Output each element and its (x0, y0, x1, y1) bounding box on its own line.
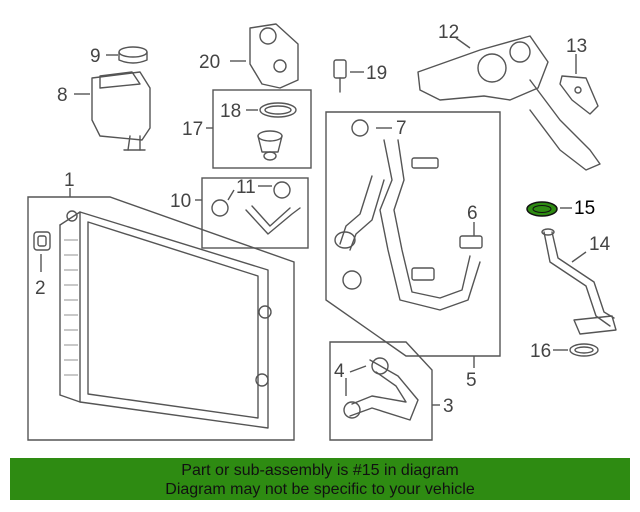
callout-17: 17 (182, 119, 203, 140)
callout-11: 11 (236, 177, 256, 198)
banner-line-1: Part or sub-assembly is #15 in diagram (181, 462, 459, 479)
leader-12 (455, 37, 471, 49)
notice-banner: Part or sub-assembly is #15 in diagram D… (10, 458, 630, 500)
callout-10: 10 (170, 191, 191, 212)
water-outlet (417, 35, 601, 171)
callout-15: 15 (574, 198, 595, 219)
o-ring-16 (569, 343, 599, 357)
callout-1: 1 (64, 170, 75, 191)
reservoir-cap (118, 46, 148, 64)
callout-4: 4 (334, 361, 345, 382)
thermostat (257, 130, 283, 161)
callout-8: 8 (57, 85, 68, 106)
leader-4b (349, 365, 367, 373)
callout-19: 19 (366, 63, 387, 84)
callout-7: 7 (396, 118, 407, 139)
upper-radiator-hose (334, 119, 483, 311)
callout-12: 12 (438, 22, 459, 43)
callout-9: 9 (90, 46, 101, 67)
temperature-sensor (333, 59, 347, 93)
thermostat-housing (249, 23, 299, 89)
thermostat-seal-ring (259, 102, 297, 118)
callout-13: 13 (566, 36, 587, 57)
radiator (27, 196, 295, 441)
mounting-bracket (559, 75, 599, 115)
callout-2: 2 (35, 278, 46, 299)
group-box-17 (212, 89, 312, 169)
lower-radiator-hose (343, 357, 419, 421)
bypass-hose (211, 181, 301, 235)
callout-20: 20 (199, 52, 220, 73)
callout-6: 6 (467, 203, 478, 224)
drain-plug (33, 231, 51, 251)
callout-14: 14 (589, 234, 611, 255)
coolant-pipe (541, 228, 617, 335)
leader-14 (571, 251, 587, 263)
leader-11a (227, 189, 235, 201)
callout-18: 18 (220, 101, 241, 122)
highlighted-seal-15 (526, 201, 558, 217)
callout-16: 16 (530, 341, 551, 362)
group-box-10 (201, 177, 309, 249)
banner-line-2: Diagram may not be specific to your vehi… (165, 481, 475, 498)
callout-5: 5 (466, 370, 477, 391)
coolant-reservoir (91, 71, 151, 151)
group-box-5 (325, 111, 501, 357)
callout-3: 3 (443, 396, 454, 417)
